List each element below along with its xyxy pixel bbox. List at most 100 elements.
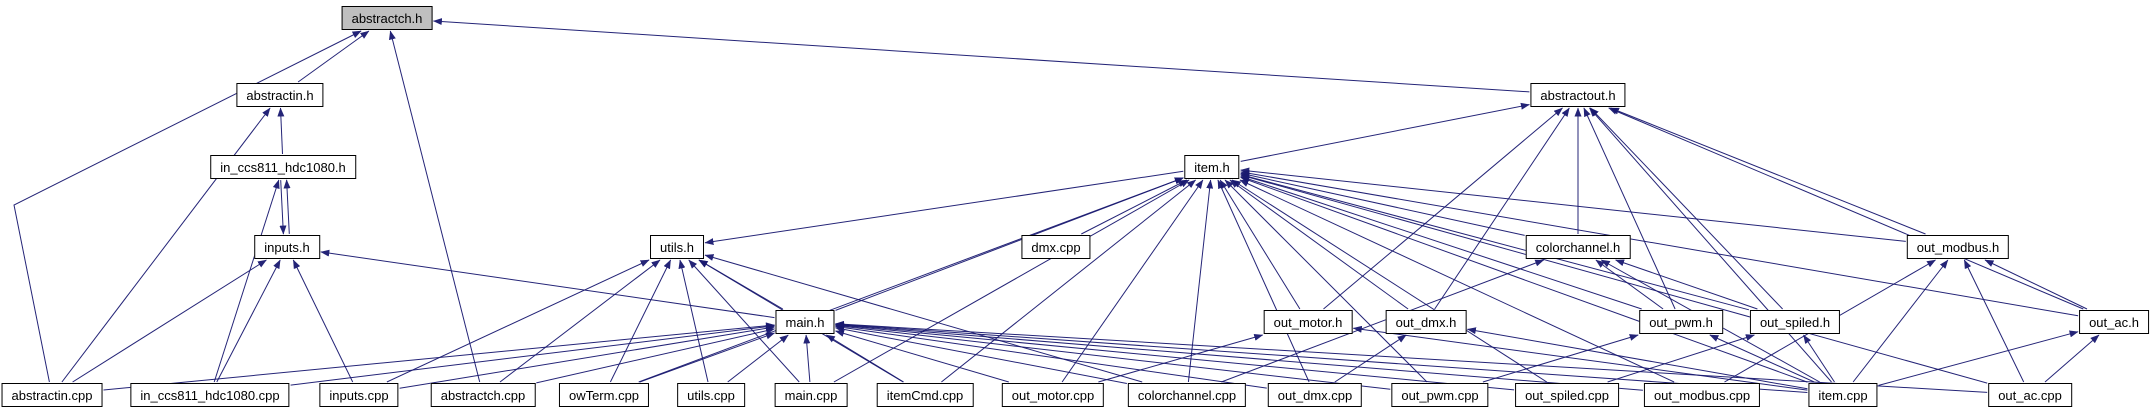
include-edge-out_modbus_h-to-abstractout_h [1610, 107, 1926, 235]
include-edge-item_cpp-to-out_modbus_h [1852, 259, 1949, 383]
include-edge-out_dmx_h-to-item_h [1229, 179, 1409, 310]
include-edge-main_cpp-to-main_h [803, 334, 811, 383]
include-edge-out_pwm_h-to-item_h [1240, 175, 1642, 310]
include-edge-owTerm_cpp-to-main_h [639, 332, 775, 383]
include-edge-in_ccs811_hdc1080_cpp-to-inputs_h [216, 259, 281, 383]
include-edge-owTerm_cpp-to-item_h [638, 177, 1184, 383]
include-edge-out_spiled_cpp-to-main_h [835, 322, 1515, 391]
include-edge-out_ac_cpp-to-out_ac_h [2044, 334, 2100, 383]
include-edge-inputs_cpp-to-inputs_h [292, 259, 354, 383]
graph-node-colorchannel-h[interactable]: colorchannel.h [1525, 235, 1631, 259]
include-edge-out_dmx_h-to-abstractout_h [1434, 107, 1570, 310]
include-edge-item_cpp-to-out_dmx_h [1466, 327, 1808, 390]
include-edge-out_spiled_cpp-to-out_spiled_h [1607, 334, 1755, 383]
include-edge-out_ac_cpp-to-main_h [835, 320, 1988, 393]
graph-node-out-modbus-h[interactable]: out_modbus.h [1906, 235, 2010, 259]
include-edge-abstractch_cpp-to-utils_h [499, 259, 661, 383]
graph-node-abstractch-cpp[interactable]: abstractch.cpp [430, 383, 536, 407]
graph-node-out-pwm-cpp[interactable]: out_pwm.cpp [1391, 383, 1489, 407]
include-edge-colorchannel_cpp-to-colorchannel_h [1221, 259, 1545, 383]
include-edge-out_motor_h-to-item_h [1219, 179, 1301, 310]
include-edge-out_modbus_cpp-to-main_h [835, 321, 1643, 391]
include-edge-out_spiled_cpp-to-item_h [1231, 179, 1548, 383]
include-edge-item_cpp-to-abstractout_h [1589, 107, 1832, 383]
graph-node-item-cpp[interactable]: item.cpp [1808, 383, 1878, 407]
include-edge-out_ac_h-to-abstractout_h [1608, 107, 2084, 310]
include-edge-colorchannel_cpp-to-item_h [1187, 179, 1214, 383]
graph-node-out-motor-cpp[interactable]: out_motor.cpp [1001, 383, 1105, 407]
include-edge-out_ac_h-to-item_h [1240, 169, 2079, 317]
graph-node-abstractch-h[interactable]: abstractch.h [341, 6, 433, 30]
graph-node-out-modbus-cpp[interactable]: out_modbus.cpp [1643, 383, 1761, 407]
include-edge-out_spiled_h-to-item_h [1240, 173, 1750, 311]
include-edge-item_cpp-to-main_h [835, 321, 1808, 393]
include-edge-inputs_cpp-to-main_h [399, 324, 775, 389]
include-edge-out_motor_cpp-to-item_h [1061, 179, 1204, 383]
include-edge-dmx_cpp-to-item_h [1081, 179, 1188, 235]
include-edge-out_pwm_cpp-to-main_h [835, 322, 1391, 390]
graph-node-itemCmd-cpp[interactable]: itemCmd.cpp [876, 383, 974, 407]
include-edge-out_modbus_cpp-to-item_h [1239, 179, 1675, 383]
include-edge-abstractch_cpp-to-main_h [536, 327, 775, 384]
graph-node-in-ccs811-hdc1080-h[interactable]: in_ccs811_hdc1080.h [210, 155, 356, 179]
graph-node-utils-h[interactable]: utils.h [650, 235, 704, 259]
include-edge-utils_cpp-to-utils_h [678, 259, 709, 383]
include-edge-out_dmx_cpp-to-main_h [835, 324, 1267, 389]
graph-node-colorchannel-cpp[interactable]: colorchannel.cpp [1127, 383, 1247, 407]
include-edge-abstractin_cpp-to-inputs_h [72, 259, 267, 383]
graph-node-main-cpp[interactable]: main.cpp [774, 383, 848, 407]
graph-node-abstractin-h[interactable]: abstractin.h [236, 83, 324, 107]
graph-node-out-spiled-h[interactable]: out_spiled.h [1749, 310, 1841, 334]
graph-node-out-dmx-cpp[interactable]: out_dmx.cpp [1267, 383, 1363, 407]
include-edge-utils_cpp-to-main_h [727, 334, 789, 383]
include-edge-abstractin_cpp-to-main_h [103, 322, 775, 391]
include-edge-main_cpp-to-utils_h [688, 259, 800, 383]
include-edge-inputs_cpp-to-utils_h [386, 259, 650, 383]
include-edge-itemCmd_cpp-to-main_h [825, 334, 904, 383]
graph-node-inputs-h[interactable]: inputs.h [254, 235, 320, 259]
include-edge-out_pwm_h-to-colorchannel_h [1595, 259, 1664, 310]
include-edge-item_cpp-to-out_motor_h [1352, 325, 1808, 391]
include-edge-abstractin_cpp-to-abstractin_h [61, 107, 271, 383]
include-edge-out_pwm_cpp-to-item_h [1224, 179, 1428, 383]
include-edge-out_dmx_cpp-to-out_dmx_h [1334, 334, 1407, 383]
graph-node-main-h[interactable]: main.h [775, 310, 835, 334]
include-edge-out_ac_cpp-to-item_h [1240, 173, 1988, 384]
include-edge-itemCmd_cpp-to-item_h [941, 179, 1196, 383]
include-edge-colorchannel_cpp-to-utils_h [704, 254, 1143, 383]
graph-node-item-h[interactable]: item.h [1184, 155, 1240, 179]
include-edge-item_h-to-abstractout_h [1240, 102, 1530, 162]
include-edge-item_cpp-to-out_ac_h [1878, 330, 2079, 386]
graph-node-abstractin-cpp[interactable]: abstractin.cpp [1, 383, 103, 407]
include-edge-out_ac_h-to-out_modbus_h [1984, 259, 2088, 310]
include-edge-out_spiled_h-to-abstractout_h [1590, 107, 1783, 310]
include-edge-abstractout_h-to-abstractch_h [432, 18, 1530, 93]
include-edge-in_ccs811_hdc1080_cpp-to-main_h [290, 323, 775, 386]
graph-node-out-motor-h[interactable]: out_motor.h [1263, 310, 1353, 334]
graph-node-abstractout-h[interactable]: abstractout.h [1530, 83, 1626, 107]
graph-node-in-ccs811-hdc1080-cpp[interactable]: in_ccs811_hdc1080.cpp [130, 383, 290, 407]
include-edge-out_ac_cpp-to-out_modbus_h [1963, 259, 2025, 383]
include-edge-abstractin_h-to-abstractch_h [297, 30, 370, 83]
include-edge-out_dmx_cpp-to-item_h [1217, 179, 1310, 383]
graph-node-out-pwm-h[interactable]: out_pwm.h [1639, 310, 1723, 334]
include-edge-owTerm_cpp-to-utils_h [609, 259, 672, 383]
include-edge-out_modbus_h-to-item_h [1240, 167, 1906, 242]
graph-node-out-dmx-h[interactable]: out_dmx.h [1385, 310, 1467, 334]
include-edge-item_cpp-to-out_spiled_h [1803, 334, 1835, 383]
graph-node-dmx-cpp[interactable]: dmx.cpp [1021, 235, 1091, 259]
graph-node-inputs-cpp[interactable]: inputs.cpp [319, 383, 399, 407]
graph-node-out-spiled-cpp[interactable]: out_spiled.cpp [1515, 383, 1619, 407]
include-edge-colorchannel_cpp-to-main_h [835, 325, 1127, 384]
graph-node-out-ac-cpp[interactable]: out_ac.cpp [1988, 383, 2072, 407]
include-edge-out_spiled_h-to-colorchannel_h [1615, 259, 1758, 310]
graph-node-utils-cpp[interactable]: utils.cpp [677, 383, 745, 407]
graph-node-owTerm-cpp[interactable]: owTerm.cpp [558, 383, 650, 407]
include-edge-out_motor_cpp-to-main_h [835, 330, 1009, 383]
include-edge-inputs_h-to-in_ccs811_hdc1080_h [283, 179, 291, 234]
include-edge-out_motor_cpp-to-out_motor_h [1098, 333, 1264, 383]
include-edge-in_ccs811_hdc1080_cpp-to-in_ccs811_hdc1080_h [213, 179, 280, 383]
graph-node-out-ac-h[interactable]: out_ac.h [2079, 310, 2149, 334]
include-edge-in_ccs811_hdc1080_h-to-inputs_h [279, 180, 287, 235]
include-edge-colorchannel_h-to-item_h [1240, 171, 1525, 236]
